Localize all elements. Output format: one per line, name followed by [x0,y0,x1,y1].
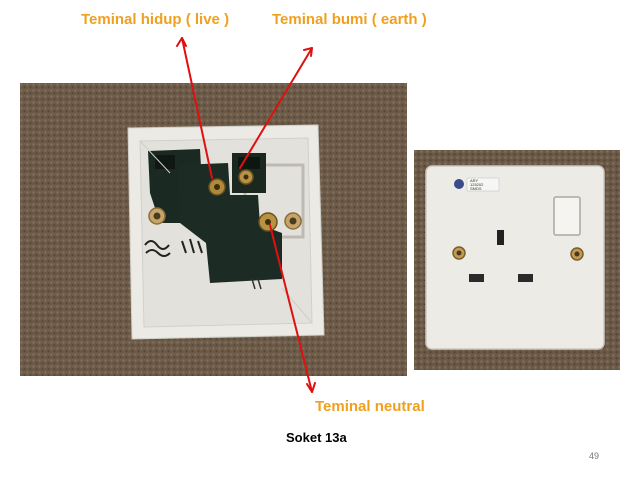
page-number: 49 [589,451,600,461]
socket-back-photo [20,83,407,376]
marking-line-3: SMDS [470,186,482,191]
marking-line-2: 125202 [470,182,484,187]
slide-caption: Soket 13a [286,430,347,445]
earth-terminal-label: Teminal bumi ( earth ) [272,11,427,28]
live-terminal-label: Teminal hidup ( live ) [81,11,230,28]
neutral-terminal-label: Teminal neutral [315,398,425,415]
bsi-logo-icon [454,179,464,189]
socket-front-photo: ARY 125202 SMDS [414,150,620,370]
marking-line-1: ARY [470,178,478,183]
